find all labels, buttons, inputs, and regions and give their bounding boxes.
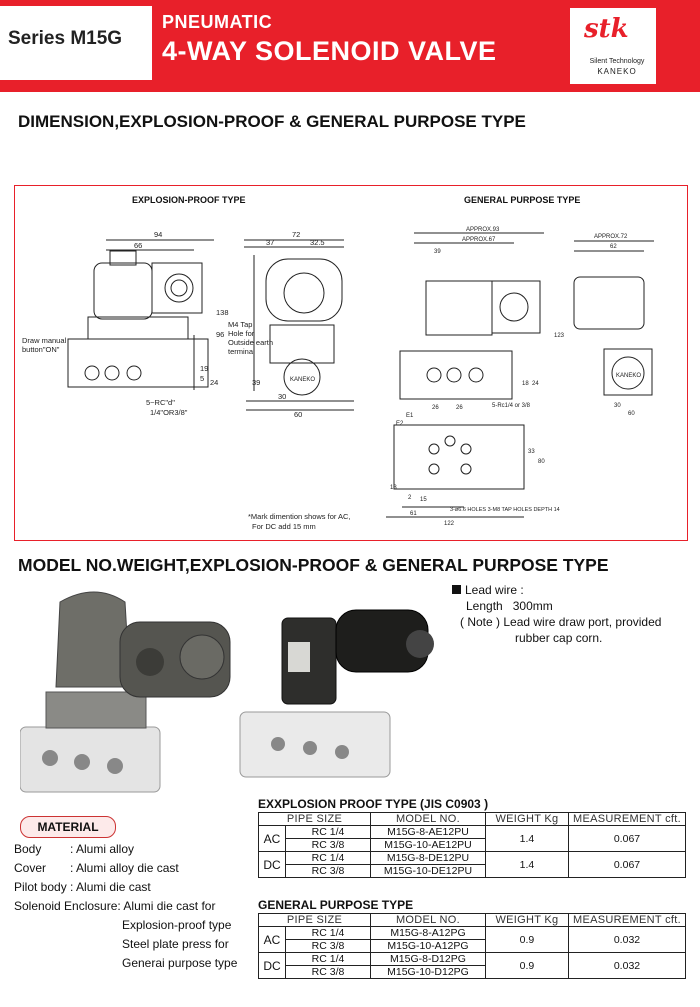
category-label: PNEUMATIC bbox=[162, 12, 273, 32]
table-row: DC RC 1/4 M15G-8-DE12PU 1.4 0.067 bbox=[258, 851, 687, 878]
dim-60: 60 bbox=[294, 410, 302, 419]
material-list: Body: Alumi alloy Cover: Alumi alloy die… bbox=[14, 840, 254, 973]
r-61: 61 bbox=[410, 511, 417, 517]
rc-size: 1/4"OR3/8" bbox=[150, 408, 188, 417]
e1: E1 bbox=[406, 413, 414, 419]
dim-32-5: 32.5 bbox=[310, 238, 325, 247]
dim-30: 30 bbox=[278, 392, 286, 401]
r-122: 122 bbox=[444, 521, 455, 527]
dim-37: 37 bbox=[266, 238, 274, 247]
dim-72: 72 bbox=[292, 230, 300, 239]
explosion-proof-table: PIPE SIZE MODEL NO. WEIGHT Kg MEASUREMEN… bbox=[258, 812, 687, 878]
note-ac: *Mark dimention shows for AC, bbox=[248, 512, 351, 521]
terminal: terminal bbox=[228, 347, 255, 356]
r-13: 13 bbox=[390, 485, 397, 491]
dim-39: 39 bbox=[252, 378, 260, 387]
approx-72: APPROX.72 bbox=[594, 234, 628, 240]
dim-94: 94 bbox=[154, 230, 162, 239]
lead-wire-info: Lead wire : Length 300mm ( Note ) Lead w… bbox=[452, 582, 661, 646]
logo-mark: stk bbox=[584, 14, 629, 44]
series-label: Series M15G bbox=[8, 28, 123, 49]
r-15: 15 bbox=[420, 497, 427, 503]
dim-5: 5 bbox=[200, 374, 204, 383]
explosion-table-title: EXXPLOSION PROOF TYPE (JIS C0903 ) bbox=[258, 797, 489, 811]
r-60: 60 bbox=[628, 411, 635, 417]
note-label: ( Note ) bbox=[460, 615, 501, 629]
table-header-row: PIPE SIZE MODEL NO. WEIGHT Kg MEASUREMEN… bbox=[258, 913, 687, 927]
rc-port: 5~RC"d" bbox=[146, 398, 175, 407]
table-row: AC RC 1/4 M15G-8-A12PG 0.9 0.032 bbox=[258, 926, 687, 953]
r-18: 18 bbox=[522, 381, 529, 387]
product-photos bbox=[20, 591, 434, 793]
page-title: 4-WAY SOLENOID VALVE bbox=[162, 36, 497, 66]
table-header-row: PIPE SIZE MODEL NO. WEIGHT Kg MEASUREMEN… bbox=[258, 812, 687, 826]
dim-19: 19 bbox=[200, 364, 208, 373]
material-item: Solenoid Enclosure: Alumi die cast for bbox=[14, 899, 216, 913]
material-cont-2: Steel plate press for bbox=[122, 937, 229, 951]
general-table-title: GENERAL PURPOSE TYPE bbox=[258, 898, 414, 912]
explosion-proof-subtitle: EXPLOSION-PROOF TYPE bbox=[132, 195, 246, 205]
r-26a: 26 bbox=[432, 405, 439, 411]
approx-67: APPROX.67 bbox=[462, 237, 496, 243]
r-30: 30 bbox=[614, 403, 621, 409]
logo-tagline: Silent Technology bbox=[589, 58, 645, 65]
material-item: Pilot body : Alumi die cast bbox=[14, 880, 151, 894]
series-box bbox=[0, 6, 152, 80]
r-80: 80 bbox=[538, 459, 545, 465]
note-dc: For DC add 15 mm bbox=[252, 522, 316, 531]
section-model-title: MODEL NO.WEIGHT,EXPLOSION-PROOF & GENERA… bbox=[18, 555, 609, 575]
hole-for: Hole for bbox=[228, 329, 255, 338]
lead-wire-label: Lead wire : bbox=[465, 583, 524, 597]
r-26b: 26 bbox=[456, 405, 463, 411]
logo bbox=[570, 8, 656, 84]
dimension-drawing-frame bbox=[14, 185, 688, 541]
rc-quarter: 5-Rc1/4 or 3/8 bbox=[492, 403, 531, 409]
length-label: Length bbox=[466, 599, 503, 613]
section-dimension-title: DIMENSION,EXPLOSION-PROOF & GENERAL PURP… bbox=[18, 112, 526, 131]
button-on: button"ON" bbox=[22, 345, 60, 354]
general-purpose-table: PIPE SIZE MODEL NO. WEIGHT Kg MEASUREMEN… bbox=[258, 913, 687, 979]
material-cont-3: Generai purpose type bbox=[122, 956, 238, 970]
approx-93: APPROX.93 bbox=[466, 227, 500, 233]
material-item: Body: Alumi alloy bbox=[14, 842, 135, 856]
material-heading: MATERIAL bbox=[20, 816, 116, 838]
dim-96: 96 bbox=[216, 330, 224, 339]
kaneko-plate: KANEKO bbox=[290, 377, 315, 383]
m4-tap: M4 Tap bbox=[228, 320, 252, 329]
dim-66: 66 bbox=[134, 241, 142, 250]
r-24: 24 bbox=[532, 381, 539, 387]
r-2: 2 bbox=[408, 495, 412, 501]
outside-earth: Outside earth bbox=[228, 338, 273, 347]
explosion-proof-valve-photo bbox=[20, 591, 231, 793]
dim-24: 24 bbox=[210, 378, 218, 387]
table-row: AC RC 1/4 M15G-8-AE12PU 1.4 0.067 bbox=[258, 825, 687, 852]
note-text-2: rubber cap corn. bbox=[515, 631, 603, 645]
bullet-square-icon bbox=[452, 585, 461, 594]
dimension-drawings: 94 66 72 37 32.5 M4 Tap Hole for Outside… bbox=[22, 227, 654, 531]
draw-manual: Draw manual bbox=[22, 336, 67, 345]
note-text: Lead wire draw port, provided bbox=[503, 615, 662, 629]
table-row: RC 3/8 M15G-10-AE12PU bbox=[259, 838, 686, 852]
r-123: 123 bbox=[554, 333, 565, 339]
table-row: DC RC 1/4 M15G-8-D12PG 0.9 0.032 bbox=[258, 952, 687, 979]
holes-note: 3-ø6.6 HOLES 3-M8 TAP HOLES DEPTH 14 bbox=[450, 507, 560, 513]
material-item: Cover: Alumi alloy die cast bbox=[14, 861, 179, 875]
table-row: RC 3/8 M15G-10-D12PG bbox=[259, 965, 686, 979]
r-62: 62 bbox=[610, 244, 617, 250]
table-row: RC 3/8 M15G-10-DE12PU bbox=[259, 864, 686, 878]
material-cont-1: Explosion-proof type bbox=[122, 918, 232, 932]
dim-138: 138 bbox=[216, 308, 229, 317]
length-value: 300mm bbox=[512, 599, 553, 613]
e2: E2 bbox=[396, 421, 404, 427]
logo-brand: KANEKO bbox=[597, 67, 637, 76]
r-33: 33 bbox=[528, 449, 535, 455]
general-purpose-valve-photo bbox=[239, 609, 434, 778]
r-39: 39 bbox=[434, 249, 441, 255]
general-purpose-subtitle: GENERAL PURPOSE TYPE bbox=[464, 195, 581, 205]
kaneko-plate-2: KANEKO bbox=[616, 373, 641, 379]
table-row: RC 3/8 M15G-10-A12PG bbox=[259, 939, 686, 953]
